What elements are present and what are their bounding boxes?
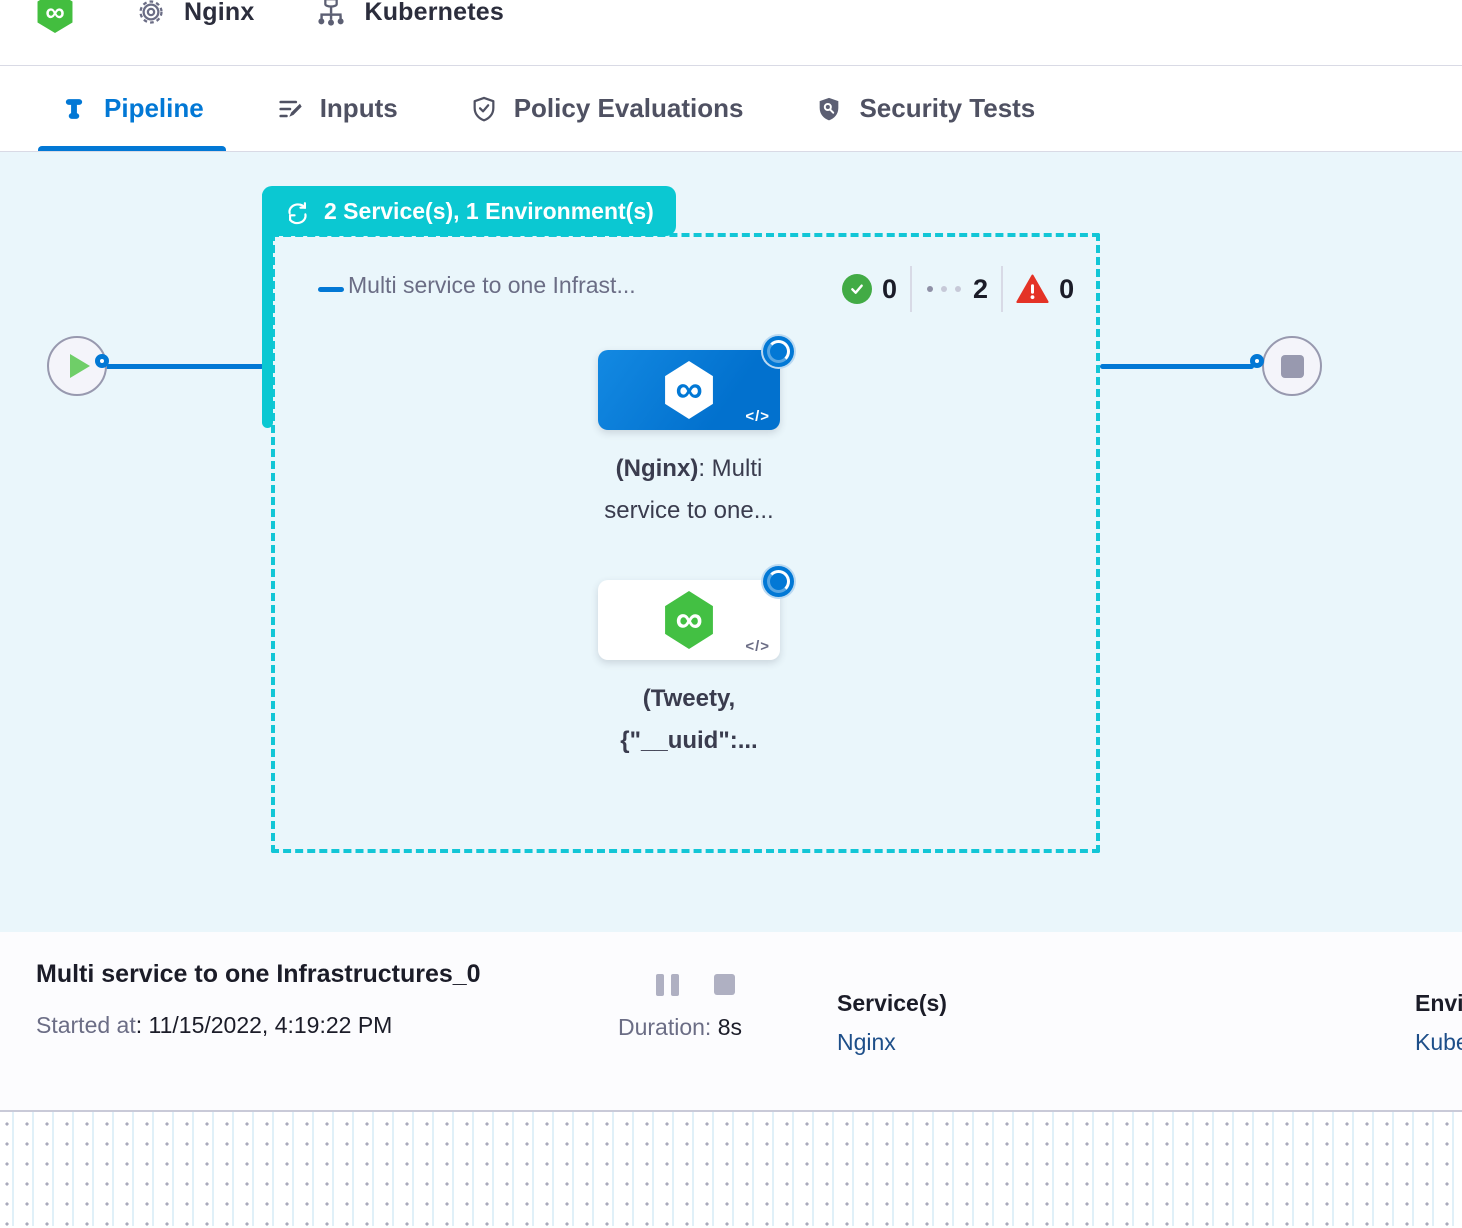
stage-accent-bar	[262, 190, 273, 428]
abort-button[interactable]	[714, 974, 735, 995]
duration-label: Duration:	[618, 1014, 718, 1040]
spinner-icon	[763, 566, 794, 597]
active-tab-underline	[38, 146, 226, 151]
execution-summary-bar: Multi service to one Infrastructures_0 S…	[0, 932, 1462, 1112]
inputs-icon	[276, 95, 304, 123]
header-environment[interactable]: Kubernetes	[314, 0, 504, 29]
execution-tabs: Pipeline Inputs Policy Evaluati	[0, 66, 1462, 152]
pause-button[interactable]	[656, 974, 679, 996]
shield-check-icon	[470, 95, 498, 123]
code-icon: </>	[745, 408, 770, 425]
started-at-value: : 11/15/2022, 4:19:22 PM	[135, 1012, 393, 1038]
play-icon	[70, 354, 90, 378]
stage-group-box[interactable]	[271, 233, 1100, 853]
tab-inputs-label: Inputs	[319, 93, 398, 123]
harness-service-logo-icon: ∞	[37, 0, 73, 33]
stage-title[interactable]: Multi service to one Infrast...	[348, 272, 636, 298]
spinner-icon	[763, 336, 794, 367]
environments-label: Environment(s)	[1415, 990, 1462, 1016]
started-at-line: Started at: 11/15/2022, 4:19:22 PM	[36, 1012, 392, 1039]
check-circle-icon	[842, 274, 872, 304]
warning-triangle-icon	[1016, 274, 1049, 304]
collapse-minus-icon[interactable]	[318, 287, 344, 292]
stage-group-badge-label: 2 Service(s), 1 Environment(s)	[324, 197, 654, 224]
services-column: Service(s) Nginx	[837, 990, 947, 1056]
service-node-tweety[interactable]: ∞ </>	[598, 566, 794, 660]
gear-icon	[134, 0, 168, 29]
header-environment-name: Kubernetes	[364, 0, 504, 26]
tab-security-tests[interactable]: Security Tests	[793, 66, 1057, 151]
started-at-label: Started at	[36, 1012, 136, 1038]
connector-dot-end-icon	[1250, 354, 1264, 368]
service-node-nginx-label: (Nginx): Multi service to one...	[604, 455, 774, 524]
pipeline-end-node[interactable]	[1262, 336, 1322, 396]
environment-link-kubernetes[interactable]: Kubernetes	[1415, 1029, 1462, 1055]
count-divider	[910, 266, 913, 312]
header-service[interactable]: Nginx	[134, 0, 254, 29]
service-node-tweety-label: (Tweety, {"__uuid":...	[620, 685, 758, 754]
services-label: Service(s)	[837, 990, 947, 1016]
success-count: 0	[882, 273, 898, 304]
environments-column: Environment(s) Kubernetes	[1415, 990, 1462, 1056]
edge-stage-to-end	[1100, 364, 1254, 369]
duration-line: Duration: 8s	[618, 1014, 742, 1041]
connector-dot-start-icon	[95, 354, 109, 368]
tab-security-tests-label: Security Tests	[859, 93, 1036, 123]
tab-pipeline-label: Pipeline	[104, 93, 204, 123]
loop-icon	[284, 198, 311, 225]
count-divider	[1001, 266, 1004, 312]
stage-status-counts: 0 2 0	[842, 266, 1074, 312]
header-service-name: Nginx	[184, 0, 255, 26]
code-icon: </>	[745, 638, 770, 655]
edge-start-to-stage	[100, 364, 264, 369]
console-grid-area[interactable]	[0, 1112, 1462, 1226]
duration-value: 8s	[717, 1014, 743, 1040]
environment-icon	[314, 0, 348, 29]
shield-search-icon	[815, 95, 843, 123]
service-link-nginx[interactable]: Nginx	[837, 1029, 896, 1055]
execution-title: Multi service to one Infrastructures_0	[36, 960, 481, 988]
tab-policy-evaluations-label: Policy Evaluations	[513, 93, 744, 123]
tab-policy-evaluations[interactable]: Policy Evaluations	[448, 66, 766, 151]
pipeline-icon	[60, 95, 88, 123]
stop-icon	[1280, 354, 1304, 378]
pipeline-logo: ∞	[36, 0, 74, 33]
service-node-nginx[interactable]: ∞ </>	[598, 336, 794, 430]
tab-inputs[interactable]: Inputs	[254, 66, 420, 151]
execution-header-bar: ∞ Nginx	[0, 0, 1462, 66]
pipeline-canvas[interactable]: 2 Service(s), 1 Environment(s) Multi ser…	[0, 152, 1462, 932]
tab-pipeline[interactable]: Pipeline	[38, 66, 226, 151]
running-count: 2	[973, 273, 989, 304]
running-dots-icon	[925, 286, 963, 292]
failed-count: 0	[1059, 273, 1075, 304]
stage-group-badge[interactable]: 2 Service(s), 1 Environment(s)	[262, 186, 676, 236]
